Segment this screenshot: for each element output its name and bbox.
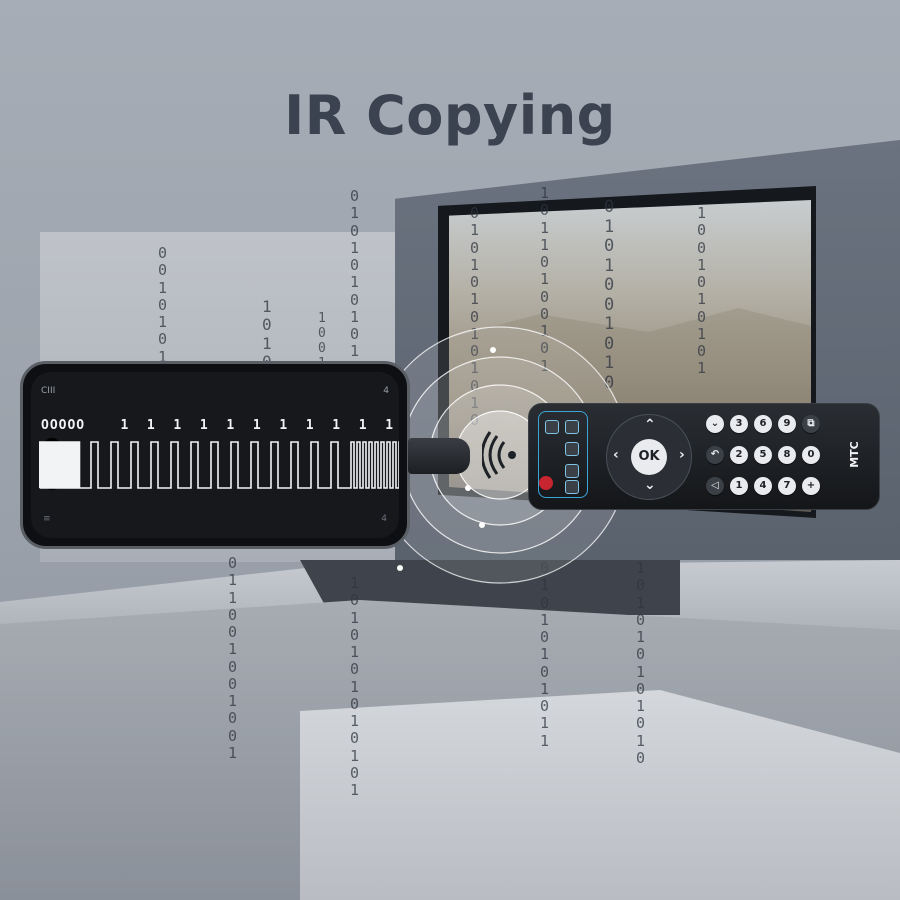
d-pad[interactable]: ⌃ ⌄ ‹ › OK (606, 414, 692, 500)
left-arrow-icon[interactable]: ‹ (613, 447, 619, 463)
back-button[interactable]: ↶ (706, 446, 724, 464)
brand-logo: MTC (848, 441, 862, 468)
binary-column: 1 0 1 1 0 1 0 0 1 0 1 (540, 184, 550, 374)
phone-screen: CIII 4 OOOOO 1 1 1 1 1 1 1 1 1 1 1 1 1 O… (31, 372, 399, 538)
remote-key[interactable]: + (802, 477, 820, 495)
binary-column: 1 0 1 0 1 0 1 0 1 0 1 0 (636, 559, 646, 767)
remote-key[interactable]: 3 (730, 415, 748, 433)
ir-signal-bits: OOOOO 1 1 1 1 1 1 1 1 1 1 1 1 1 OOOOOOOO (41, 418, 395, 433)
binary-column: 0 1 1 0 0 1 0 0 1 0 0 1 (228, 554, 238, 762)
remote-side-button[interactable] (565, 420, 579, 434)
power-button[interactable] (539, 476, 553, 490)
status-signal: CIII (41, 386, 56, 396)
remote-side-panel (538, 411, 588, 498)
remote-key[interactable]: 5 (754, 446, 772, 464)
binary-column: 0 1 0 1 0 1 0 1 0 1 1 (540, 559, 550, 750)
right-arrow-icon[interactable]: › (679, 447, 685, 463)
page-title: IR Copying (284, 84, 616, 147)
ir-waveform (39, 441, 399, 489)
binary-column: 1 0 0 1 0 1 0 1 0 1 (697, 204, 707, 378)
remote-key[interactable]: 7 (778, 477, 796, 495)
remote-key[interactable]: 6 (754, 415, 772, 433)
remote-side-button[interactable] (545, 420, 559, 434)
remote-side-button[interactable] (565, 480, 579, 494)
remote-side-button[interactable] (565, 464, 579, 478)
down-arrow-icon[interactable]: ⌄ (644, 477, 656, 493)
remote-key[interactable]: 4 (754, 477, 772, 495)
up-arrow-icon[interactable]: ⌃ (644, 417, 656, 433)
phone-status-icon: 4 (381, 514, 387, 524)
smartphone: CIII 4 OOOOO 1 1 1 1 1 1 1 1 1 1 1 1 1 O… (20, 361, 410, 549)
phone-menu-icon[interactable]: ≡ (43, 514, 51, 524)
ir-wave-icon (482, 431, 516, 479)
ir-dongle (408, 438, 470, 474)
remote-key[interactable]: 2 (730, 446, 748, 464)
remote-key[interactable]: 8 (778, 446, 796, 464)
tv-remote: ⌃ ⌄ ‹ › OK ⌄ 3 6 9 2 5 8 0 1 4 7 + ↶ ◁ ⧉… (528, 403, 880, 510)
binary-column: 0 1 0 1 0 0 1 0 1 0 (604, 197, 615, 393)
remote-key[interactable]: 0 (802, 446, 820, 464)
remote-key[interactable]: ⌄ (706, 415, 724, 433)
status-battery: 4 (383, 386, 389, 396)
binary-column: 0 1 0 1 0 1 0 1 0 1 0 1 0 (470, 204, 480, 428)
remote-key[interactable]: 9 (778, 415, 796, 433)
remote-side-button[interactable] (565, 442, 579, 456)
menu-button[interactable]: ⧉ (802, 415, 820, 433)
ok-button[interactable]: OK (631, 439, 667, 475)
binary-column: 1 0 1 0 1 0 1 0 1 0 1 0 1 (350, 574, 360, 799)
mute-button[interactable]: ◁ (706, 477, 724, 495)
remote-key[interactable]: 1 (730, 477, 748, 495)
